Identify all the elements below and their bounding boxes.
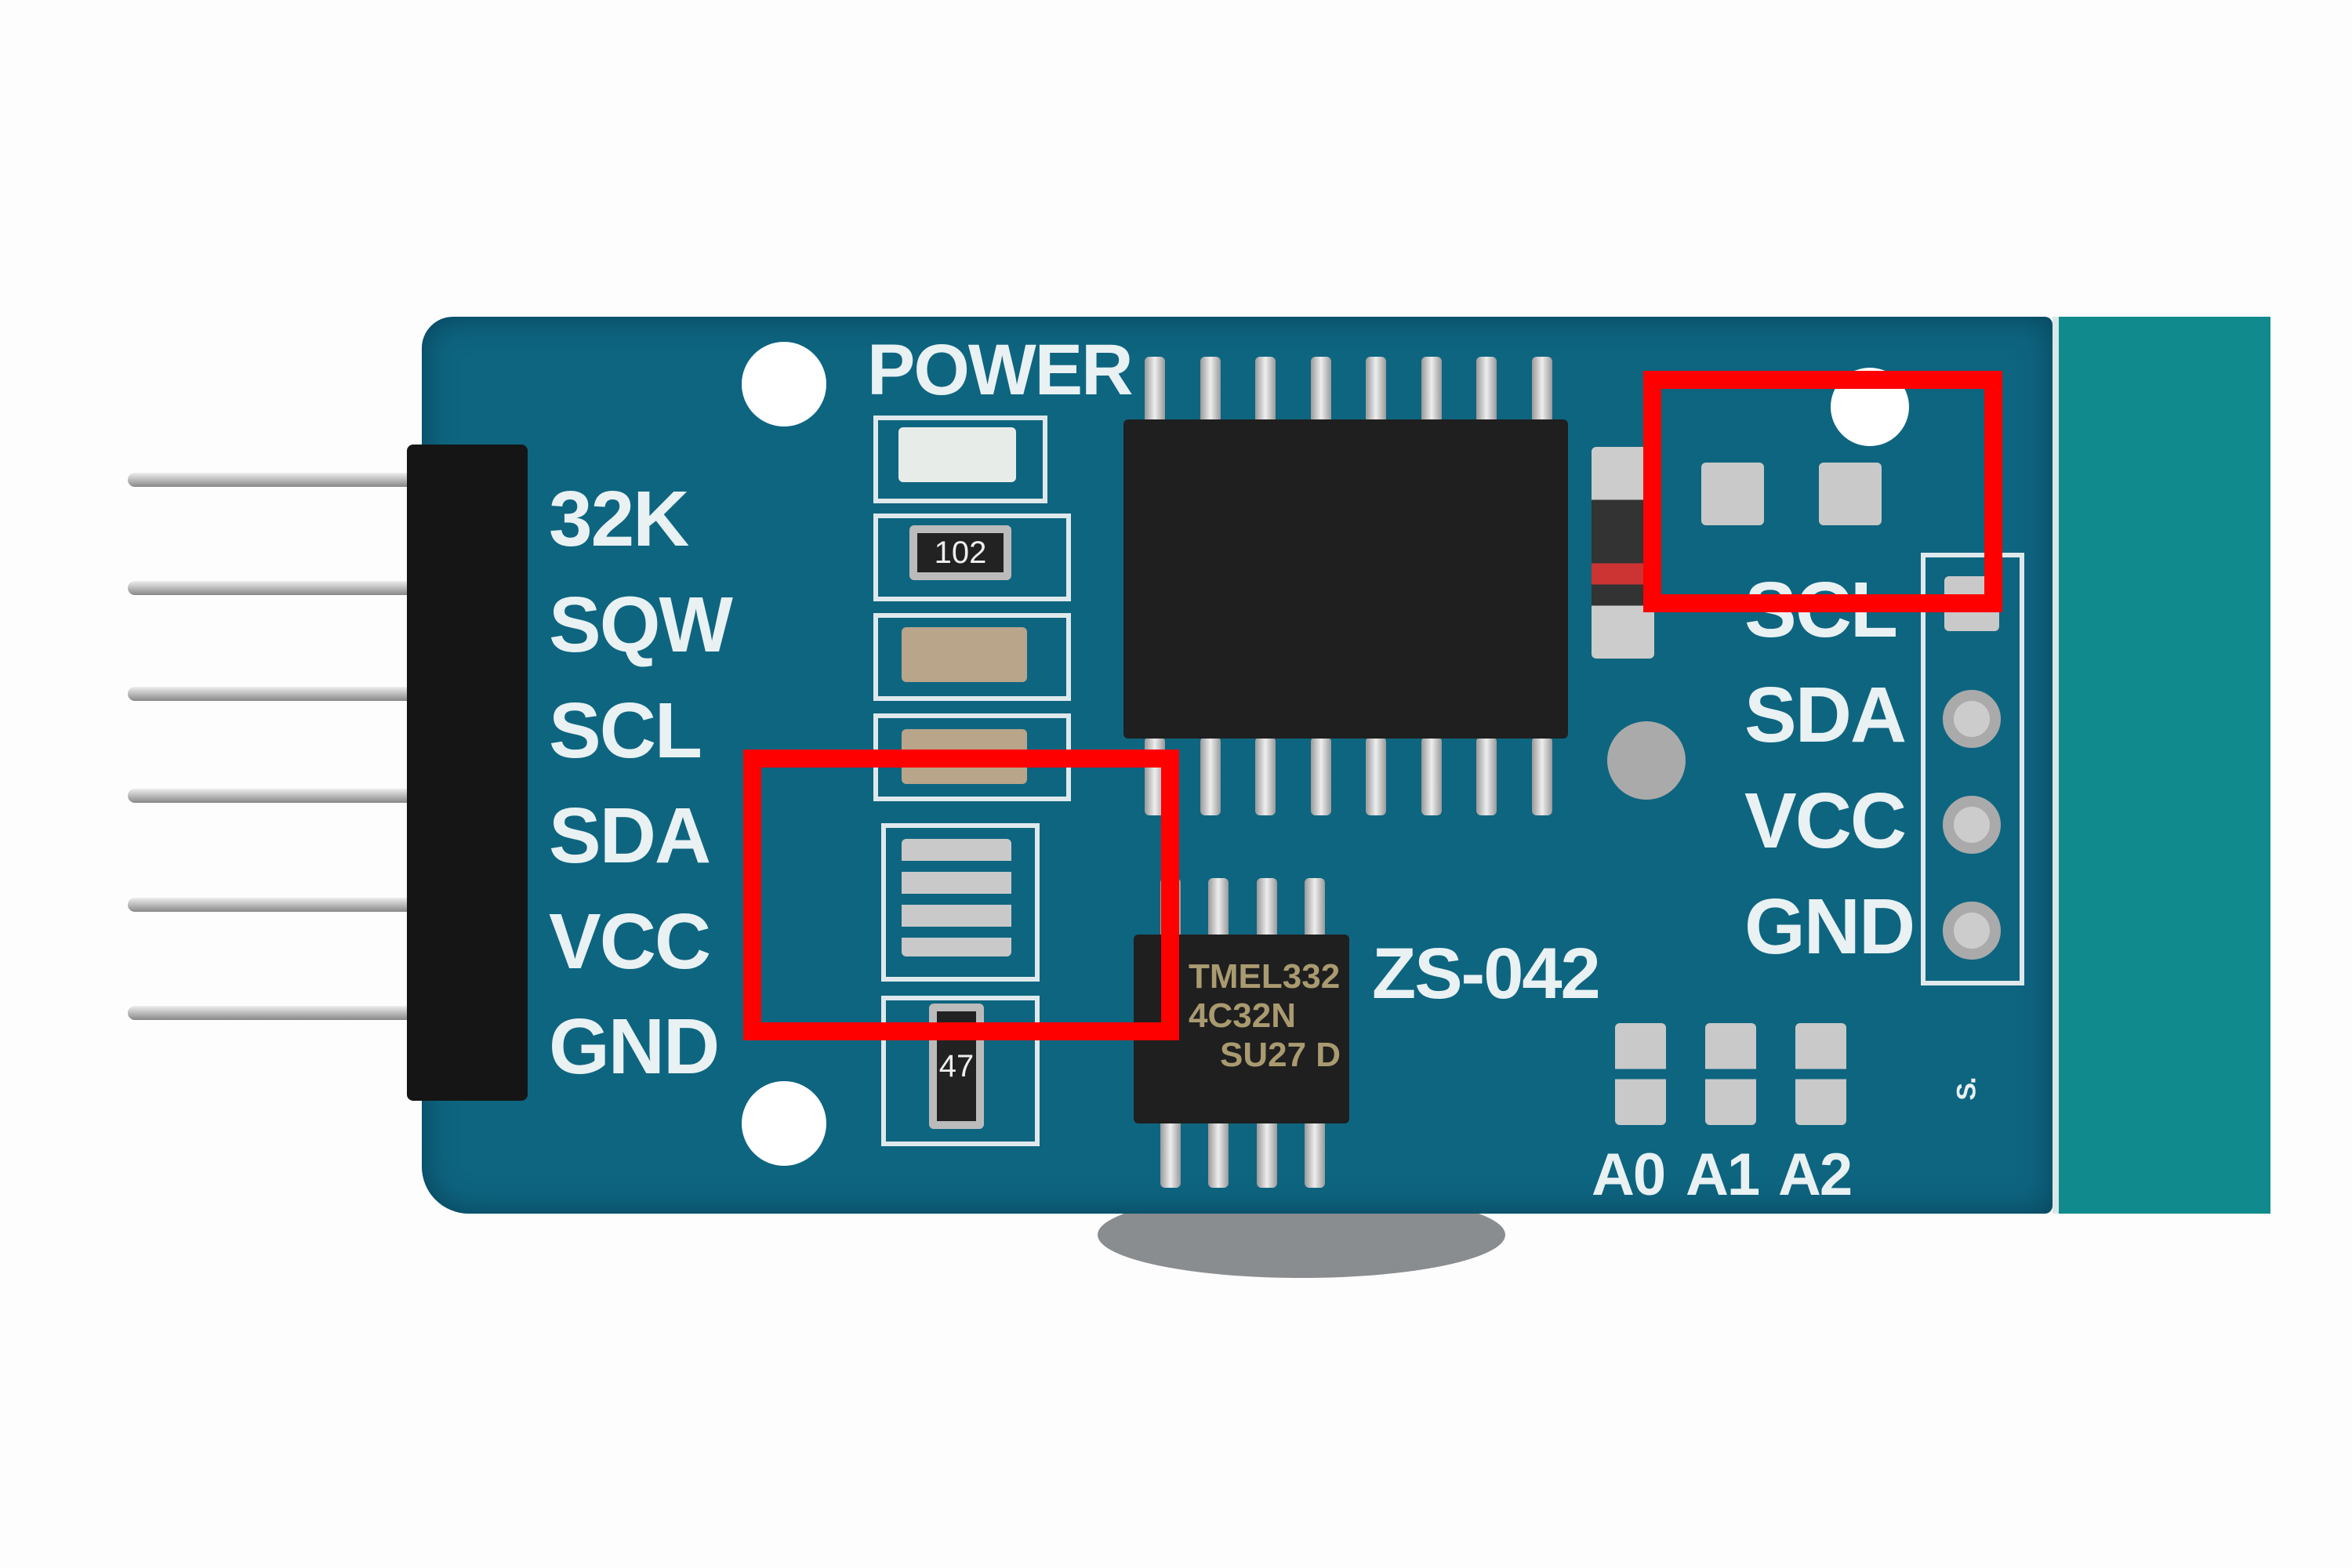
- resistor-network: [902, 839, 1011, 956]
- mounting-hole: [742, 342, 826, 426]
- label-sda: SDA: [549, 792, 711, 880]
- label-right-vcc: VCC: [1744, 777, 1907, 865]
- label-a1: A1: [1686, 1142, 1760, 1208]
- label-scl: SCL: [549, 687, 702, 775]
- highlight-box-pullup-pads: [1643, 371, 2002, 612]
- resistor-outline: [881, 996, 1040, 1146]
- through-hole: [1943, 690, 2001, 748]
- side-mark: S.: [1951, 1078, 1982, 1101]
- rtc-top-legs: [1145, 357, 1552, 423]
- eeprom-top-legs: [1160, 878, 1325, 941]
- led-outline: [873, 416, 1047, 503]
- eeprom-bottom-legs: [1160, 1117, 1325, 1188]
- pcb-tab: [2053, 317, 2270, 1214]
- rtc-chip: [1123, 419, 1568, 739]
- label-right-sda: SDA: [1744, 671, 1907, 759]
- via-pad: [1607, 721, 1686, 800]
- eeprom-marking-line2: 4C32N: [1189, 996, 1296, 1035]
- resistor-outline: [873, 514, 1071, 601]
- through-hole: [1943, 902, 2001, 960]
- resistor-network-outline: [881, 823, 1040, 982]
- address-jumper-a2: [1795, 1023, 1846, 1125]
- label-right-gnd: GND: [1744, 883, 1915, 971]
- through-hole: [1943, 796, 2001, 854]
- eeprom-marking-line3: SU27 D: [1220, 1036, 1341, 1074]
- capacitor-outline: [873, 613, 1071, 701]
- mounting-hole: [742, 1081, 826, 1166]
- header-pin: [128, 581, 473, 595]
- smd-pad: [1819, 463, 1882, 525]
- power-label: POWER: [867, 330, 1134, 410]
- header-pin: [128, 473, 473, 487]
- address-jumper-a0: [1615, 1023, 1666, 1125]
- smd-pad: [1701, 463, 1764, 525]
- pin-header: [407, 445, 528, 1101]
- model-label: ZS-042: [1372, 934, 1601, 1014]
- header-pin: [128, 1006, 473, 1020]
- address-jumper-a1: [1705, 1023, 1756, 1125]
- label-a2: A2: [1778, 1142, 1853, 1208]
- header-pin: [128, 687, 473, 701]
- highlight-box-resistor-network: [743, 750, 1179, 1040]
- label-vcc: VCC: [549, 898, 711, 985]
- header-pin: [128, 898, 473, 912]
- resistor: 102: [909, 525, 1011, 580]
- label-a0: A0: [1592, 1142, 1666, 1208]
- label-sqw: SQW: [549, 581, 733, 669]
- power-led: [898, 427, 1016, 482]
- capacitor: [902, 627, 1027, 682]
- header-pin: [128, 789, 473, 803]
- label-gnd: GND: [549, 1003, 720, 1091]
- label-32k: 32K: [549, 475, 689, 563]
- right-header-outline: [1921, 553, 2024, 985]
- eeprom-marking-line1: TMEL332: [1189, 957, 1341, 996]
- rtc-bottom-legs: [1145, 737, 1552, 815]
